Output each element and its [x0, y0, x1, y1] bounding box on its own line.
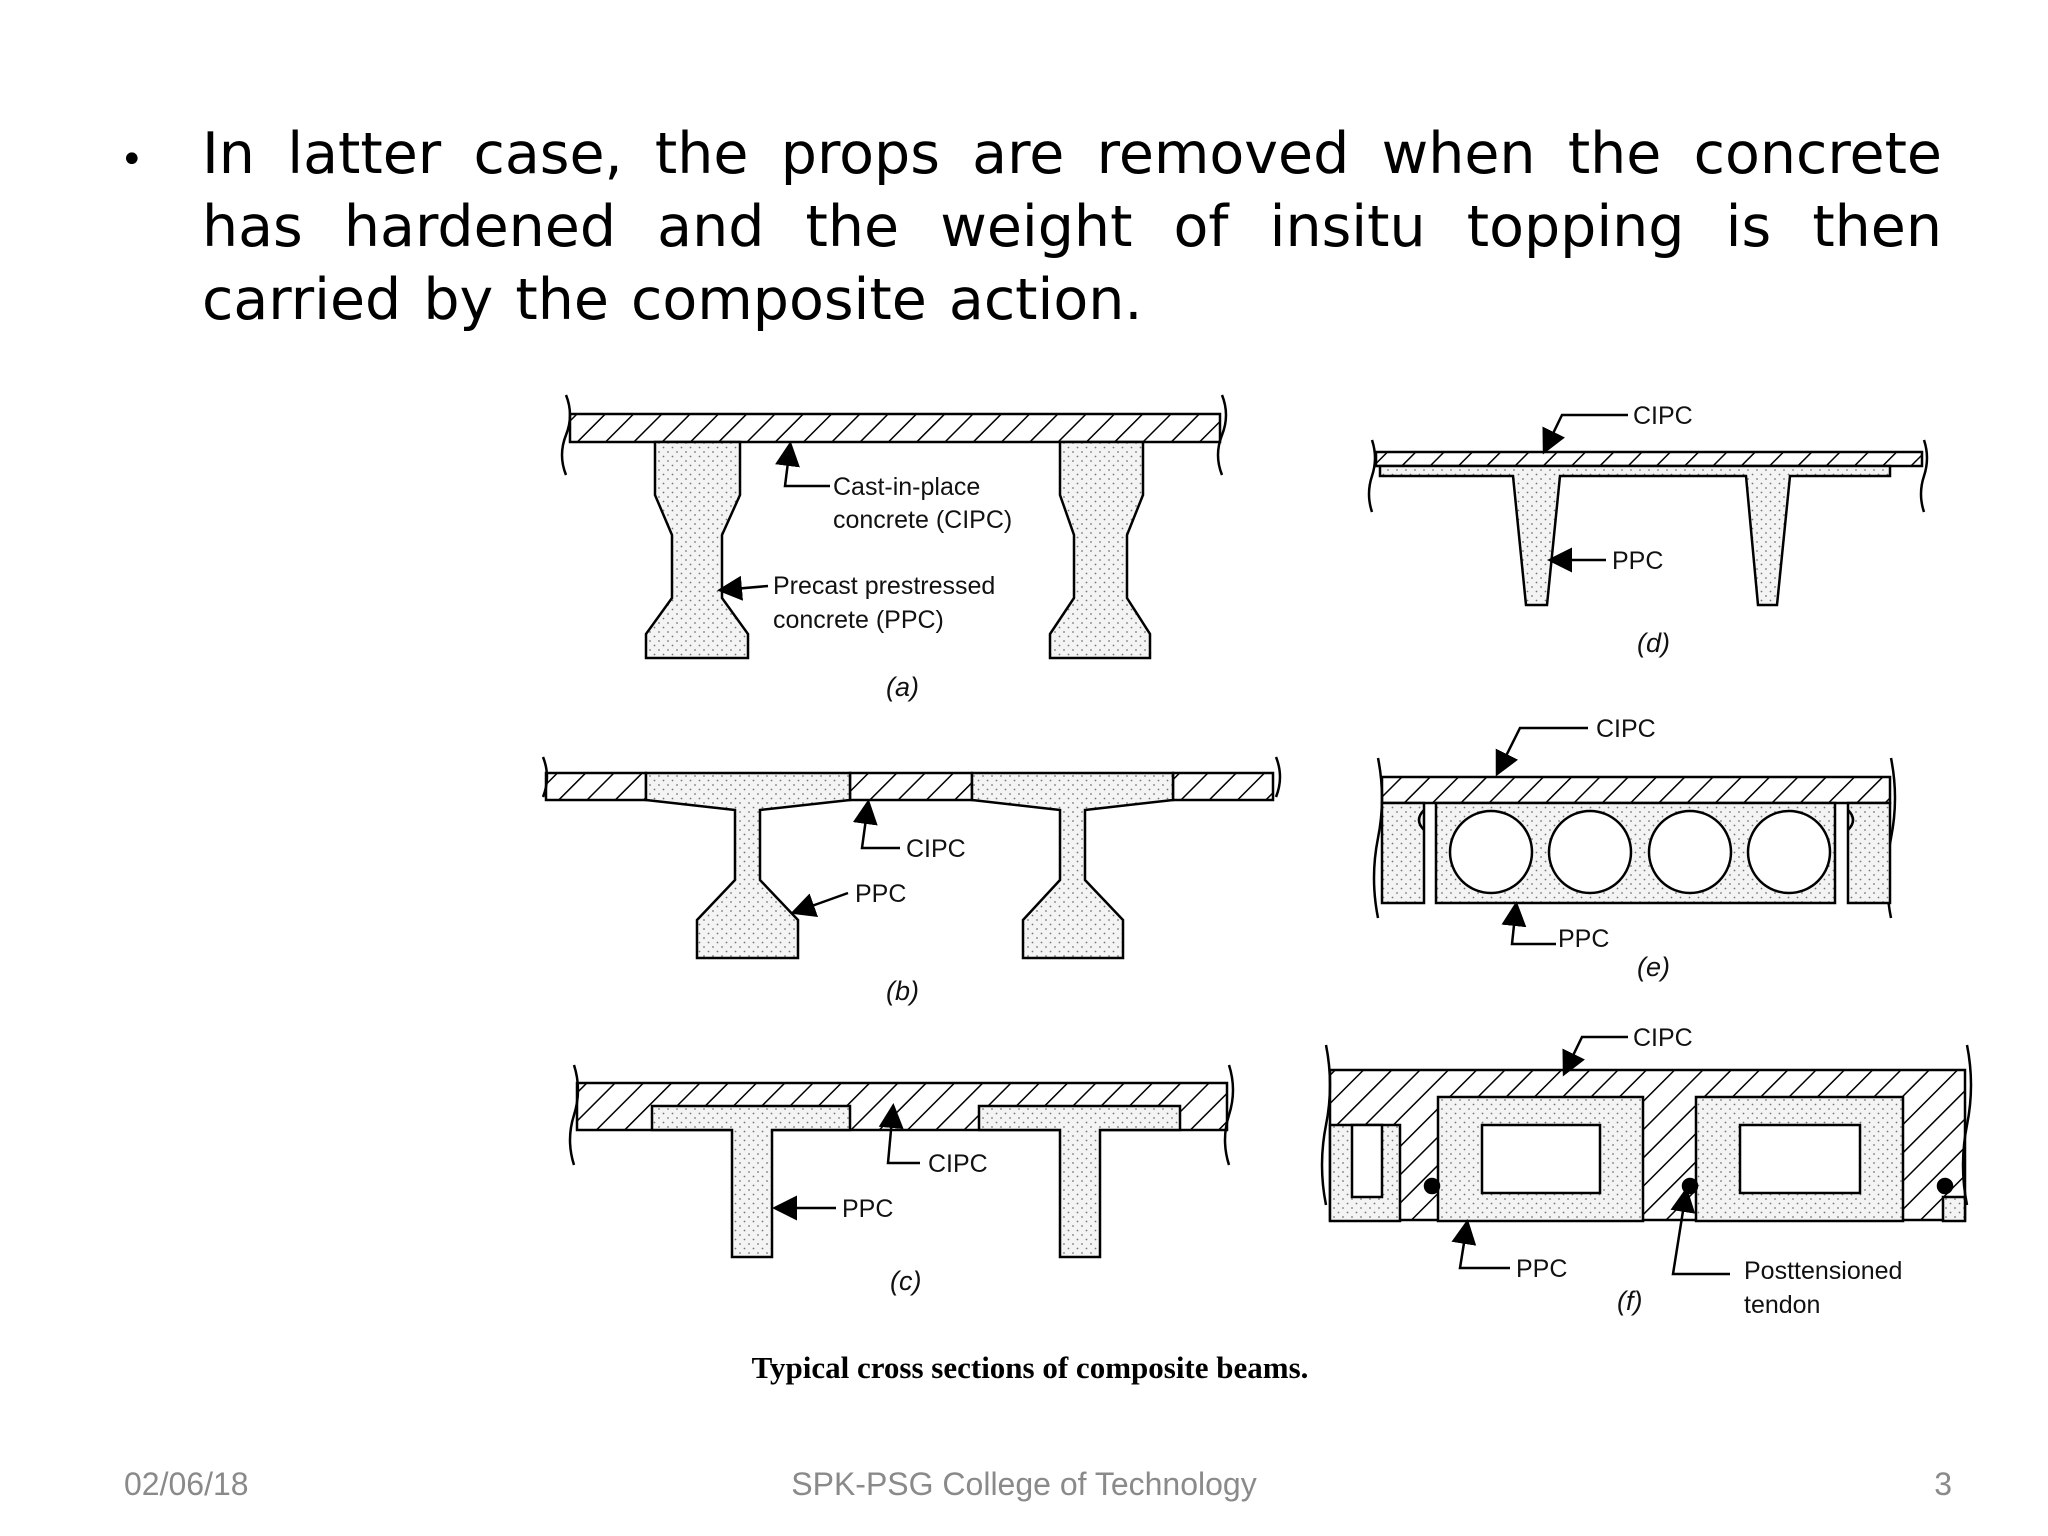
panel-e-cipc-slab	[1380, 775, 1892, 805]
bullet-symbol: •	[120, 137, 144, 183]
panel-d-label: (d)	[1637, 628, 1670, 658]
panel-f-tendon-label-2: tendon	[1744, 1291, 1820, 1319]
panel-e-ppc-label: PPC	[1558, 925, 1609, 953]
panel-f-label: (f)	[1617, 1286, 1642, 1316]
panel-d-stem-left	[1378, 464, 1892, 607]
panel-a-cipc-label-1: Cast-in-place	[833, 473, 980, 501]
panel-b-girder-right	[970, 771, 1175, 960]
panel-c-tee-left	[650, 1104, 852, 1259]
panel-b-ppc-label: PPC	[855, 880, 906, 908]
bullet-text: In latter case, the props are removed wh…	[202, 121, 1942, 333]
panel-c-label: (c)	[890, 1266, 921, 1296]
footer-page-number: 3	[1934, 1466, 1952, 1502]
panel-a-girder-left	[644, 440, 750, 660]
panel-e	[1372, 726, 1897, 946]
panel-f	[1320, 1035, 1973, 1276]
panel-f-ppc-label: PPC	[1516, 1255, 1567, 1283]
figure-caption: Typical cross sections of composite beam…	[751, 1350, 1309, 1385]
panel-d-cipc-label: CIPC	[1633, 402, 1693, 430]
panel-a-cipc-slab	[568, 412, 1222, 444]
panel-c-ppc-label: PPC	[842, 1195, 893, 1223]
panel-e-label: (e)	[1637, 952, 1670, 982]
panel-b	[541, 756, 1282, 960]
panel-b-label: (b)	[886, 976, 919, 1006]
panel-f-cipc-label: CIPC	[1633, 1024, 1693, 1052]
footer-organization: SPK-PSG College of Technology	[791, 1466, 1257, 1502]
panel-e-cipc-label: CIPC	[1596, 715, 1656, 743]
panel-a-ppc-label-1: Precast prestressed	[773, 572, 995, 600]
panel-c-tee-right	[977, 1104, 1182, 1259]
panel-c	[568, 1064, 1235, 1259]
panel-d-cipc-slab	[1374, 450, 1924, 468]
panel-a-cipc-label-2: concrete (CIPC)	[833, 506, 1012, 534]
footer-date: 02/06/18	[124, 1466, 249, 1502]
panel-a-ppc-label-2: concrete (PPC)	[773, 606, 944, 634]
panel-a-girder-right	[1048, 440, 1152, 660]
panel-d	[1367, 413, 1929, 607]
panel-a-label: (a)	[886, 672, 919, 702]
panel-d-ppc-label: PPC	[1612, 547, 1663, 575]
panel-a	[560, 394, 1228, 660]
panel-c-cipc-label: CIPC	[928, 1150, 988, 1178]
panel-b-girder-left	[644, 771, 852, 960]
panel-f-tendon-label-1: Posttensioned	[1744, 1257, 1902, 1285]
panel-b-cipc-label: CIPC	[906, 835, 966, 863]
